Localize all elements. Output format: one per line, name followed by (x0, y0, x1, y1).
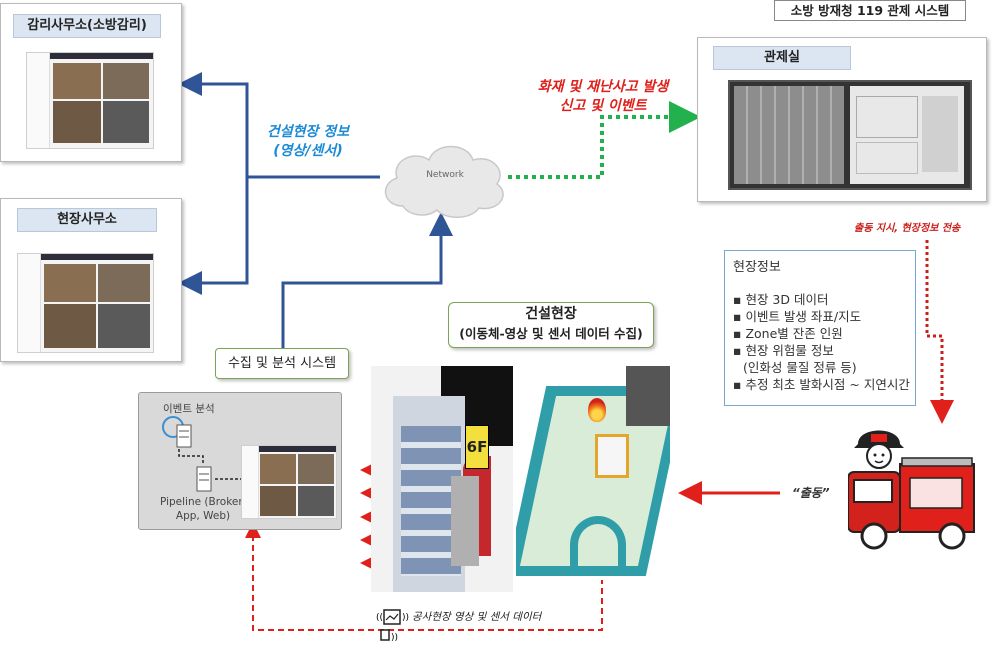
brain-server-icon (162, 416, 192, 448)
site-info-item: ▪ 추정 최초 발화시점 ~ 지연시간 (733, 377, 910, 392)
camera-sensor-icon: (( )) )) (376, 609, 409, 643)
collection-system-label: 수집 및 분석 시스템 (215, 348, 349, 379)
floor-plan-image (516, 366, 670, 580)
building-3d-image (371, 366, 513, 592)
dispatch-order-label: 출동 지시, 현장정보 전송 (854, 223, 961, 234)
site-info-box: 현장정보 ▪ 현장 3D 데이터 ▪ 이벤트 발생 좌표/지도 ▪ Zone별 … (724, 250, 916, 406)
audit-office-label: 감리사무소(소방감리) (13, 14, 161, 38)
site-office-monitor (17, 253, 154, 353)
audit-office-monitor (26, 52, 154, 149)
analysis-panel: 이벤트 분석 Pipeline (Broker, App, Web) (138, 392, 342, 530)
analysis-monitor (241, 445, 337, 519)
site-info-flow-label: 건설현장 정보 (영상/센서) (266, 124, 350, 159)
svg-text:)): )) (402, 613, 409, 623)
blue-line-to-site-office (178, 177, 249, 295)
blue-line-collection-to-network (281, 212, 453, 350)
floor-6f-label: 6F (465, 425, 489, 469)
site-info-item: ▪ 이벤트 발생 좌표/지도 (733, 309, 862, 324)
pipeline-label: Pipeline (Broker, App, Web) (159, 496, 247, 522)
blue-line-to-offices (178, 72, 380, 179)
site-info-title: 현장정보 (733, 260, 781, 275)
site-info-item: ▪ Zone별 잔존 인원 (733, 326, 843, 341)
sensor-device-image (595, 434, 629, 478)
site-info-item: ▪ 현장 위험물 정보 (733, 343, 834, 358)
network-cloud-icon (384, 145, 504, 218)
site-info-item: (인화성 물질 정류 등) (743, 360, 857, 375)
fire-truck-icon (848, 457, 975, 550)
control-room-label: 관제실 (713, 46, 851, 70)
construction-site-title: 건설현장 (이동체-영상 및 센서 데이터 수집) (448, 302, 654, 348)
red-line-sensor-loop (245, 522, 603, 631)
site-info-item: ▪ 현장 3D 데이터 (733, 292, 829, 307)
sensor-data-label: 공사현장 영상 및 센서 데이터 (412, 611, 542, 623)
red-line-dispatch-order (925, 240, 954, 424)
control-room-panel: 관제실 (697, 37, 987, 202)
fire-icon (588, 398, 606, 422)
green-line-to-control-room (508, 101, 701, 179)
site-office-panel: 현장사무소 (0, 198, 182, 362)
audit-office-panel: 감리사무소(소방감리) (0, 3, 182, 162)
event-analysis-label: 이벤트 분석 (163, 403, 215, 415)
dispatch-label: “출동” (792, 486, 830, 500)
server-icon (196, 466, 212, 492)
control-room-screens (728, 80, 972, 190)
event-flow-label: 화재 및 재난사고 발생 신고 및 이벤트 (537, 79, 669, 114)
system-title: 소방 방재청 119 관제 시스템 (774, 0, 966, 21)
network-label: Network (426, 170, 464, 180)
svg-text:)): )) (391, 633, 398, 643)
site-office-label: 현장사무소 (17, 208, 157, 232)
svg-text:((: (( (376, 613, 383, 623)
firefighter-icon (854, 430, 904, 469)
